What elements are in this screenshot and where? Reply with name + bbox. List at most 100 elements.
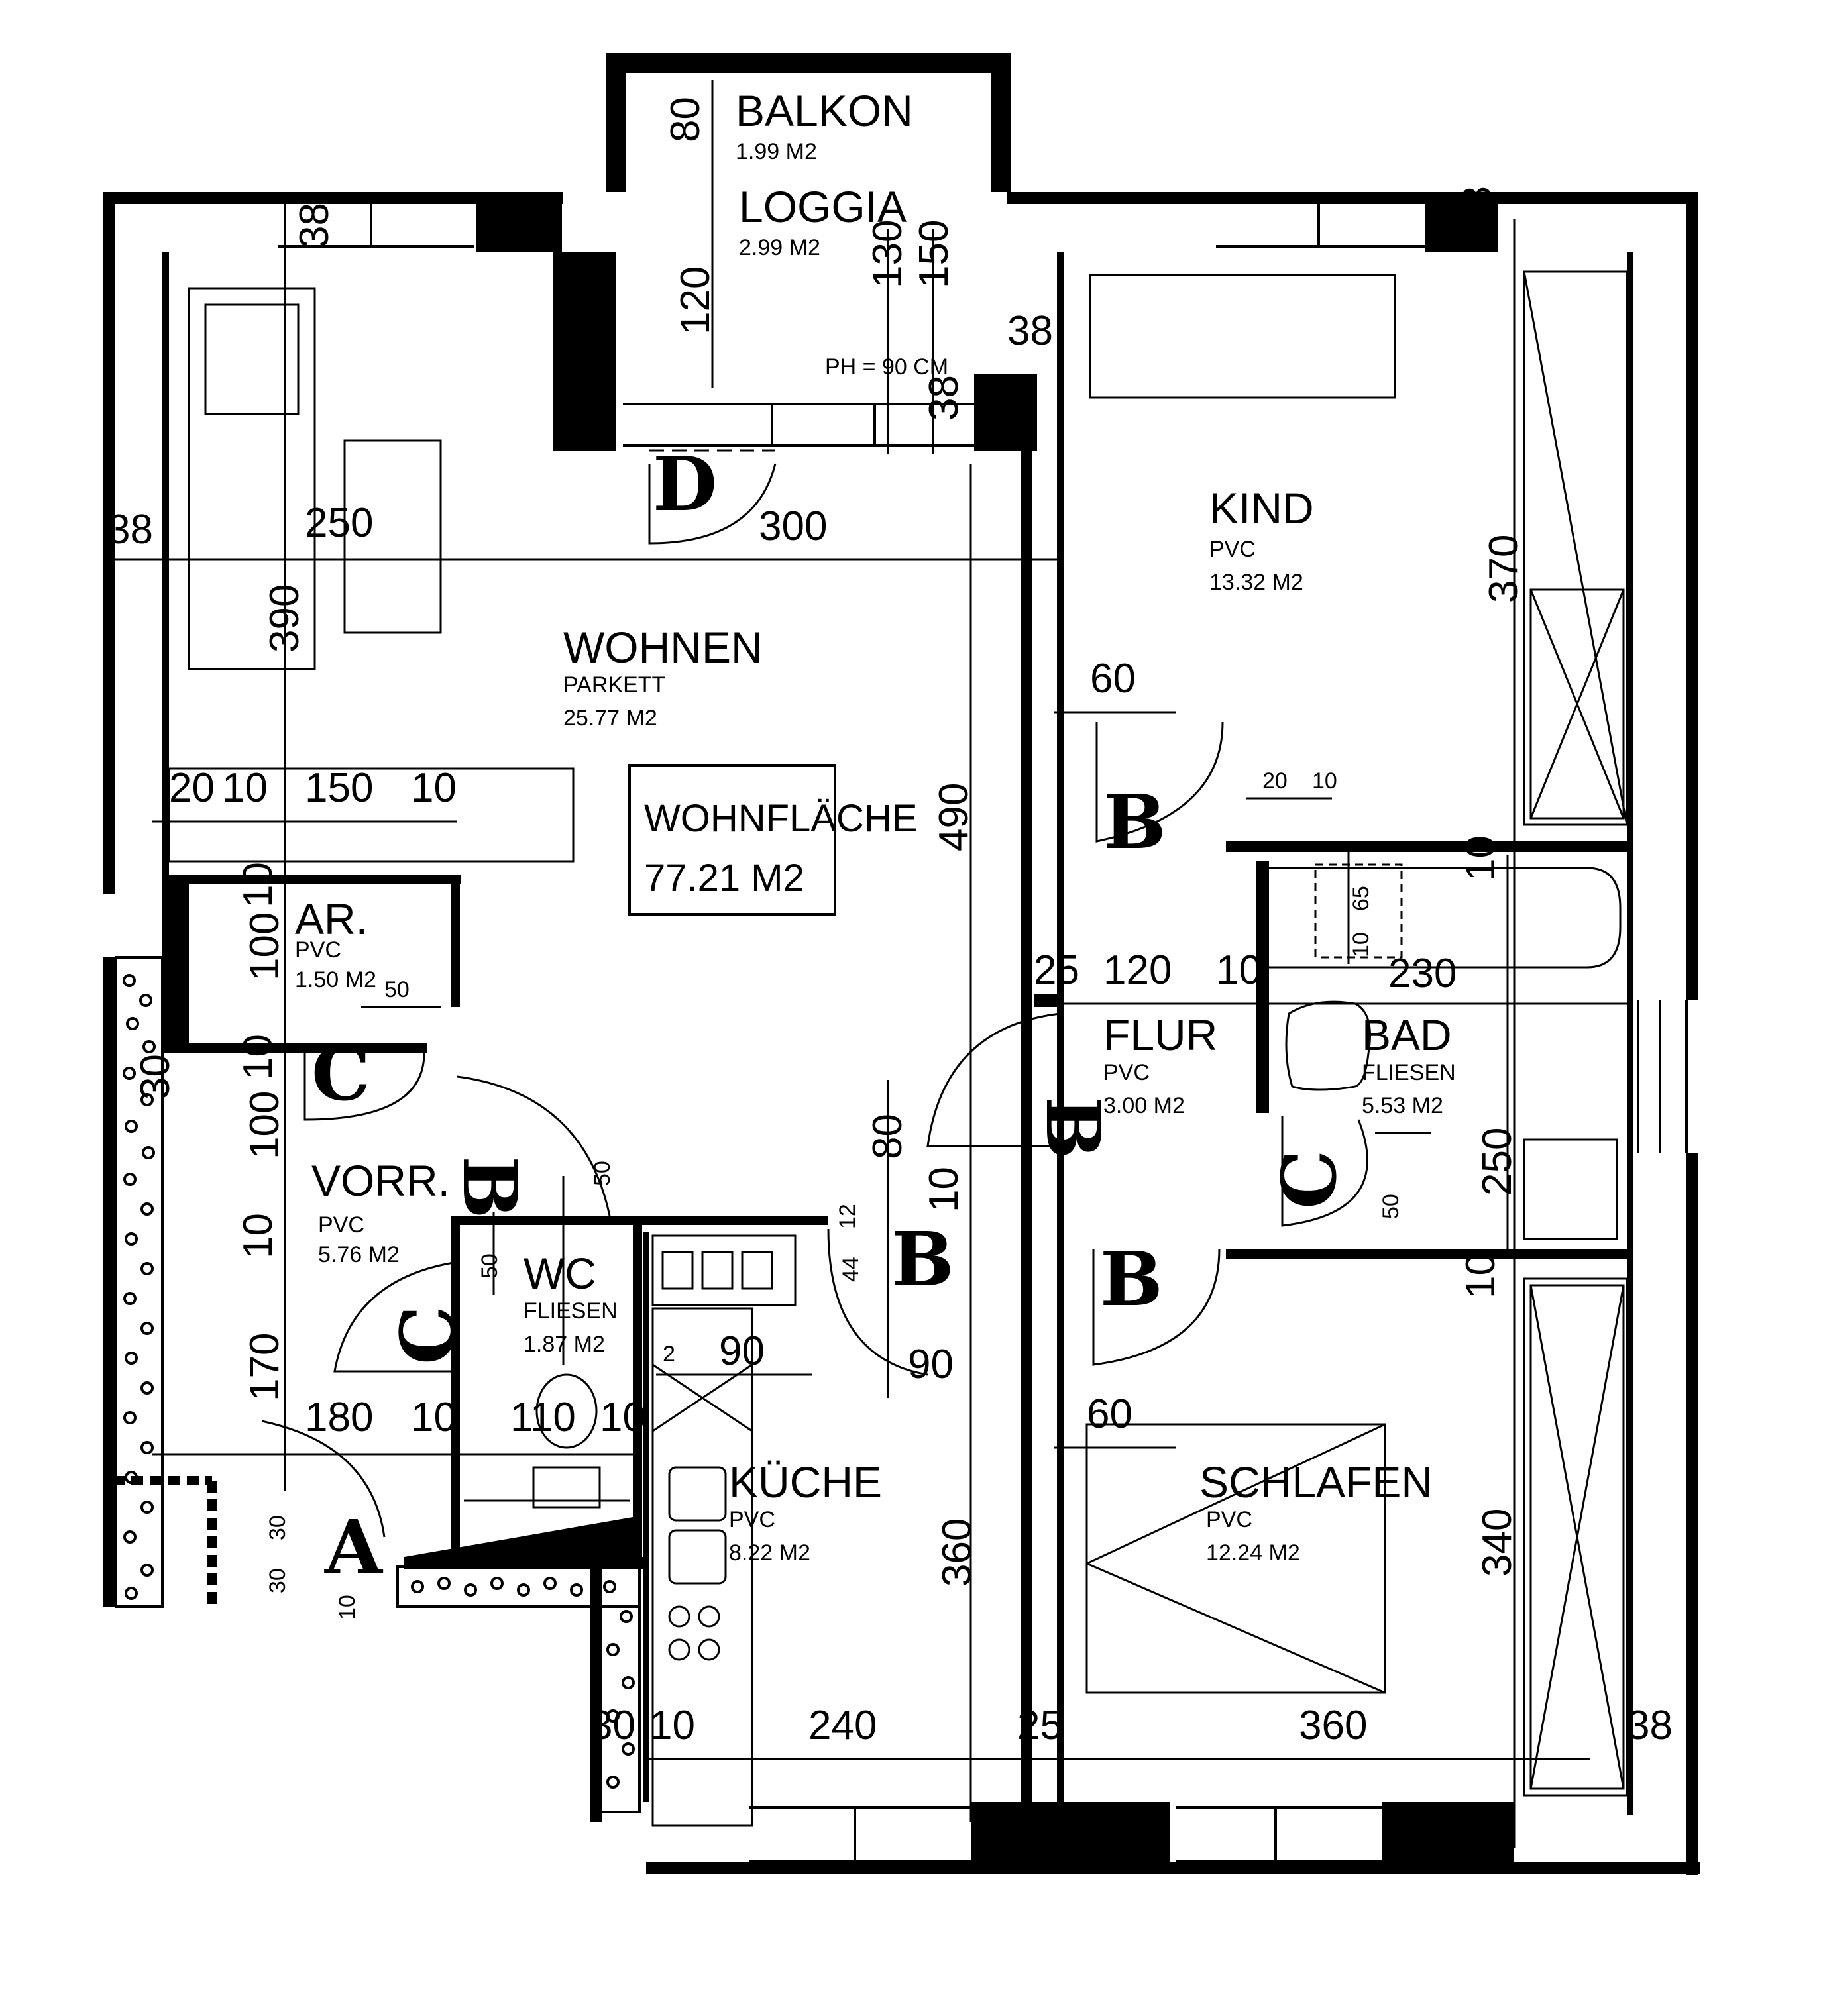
masonry-hatching [113,956,641,1813]
dim-50-wc: 50 [477,1253,502,1279]
dim-120-loggia: 120 [673,266,718,335]
dim-10-flur: 10 [1216,947,1262,993]
dim-390: 390 [262,584,307,653]
dim-44: 44 [838,1257,863,1282]
dim-38-br: 38 [1461,1809,1507,1855]
dim-50-ar: 50 [384,977,410,1002]
bad-name: BAD [1362,1010,1452,1059]
wall-bottom [646,1862,1700,1874]
dim-10-vorr: 10 [411,1395,457,1440]
door-label-b-schlafen: B [1100,1236,1163,1323]
dim-25-flur: 25 [1034,947,1079,993]
dim-10-ar2: 10 [235,1034,281,1080]
wall-balkon-left [606,53,626,192]
flur-name: FLUR [1103,1010,1217,1059]
dim-240: 240 [808,1703,877,1748]
dim-10-bottom: 10 [649,1703,695,1748]
dim-10-right: 10 [1312,769,1337,794]
wc-name: WC [524,1249,596,1298]
kueche-name: KÜCHE [729,1458,882,1507]
bad-area: 5.53 M2 [1362,1093,1443,1118]
door-label-b-kind: B [1103,779,1166,866]
dim-12: 12 [835,1204,860,1229]
dim-100-ar: 100 [242,912,288,981]
dim-10-wc: 10 [600,1395,645,1440]
dim-38-tr: 38 [1455,186,1500,232]
dim-38-loggia: 38 [921,375,967,421]
dim-300: 300 [759,504,827,549]
parapet-note: PH = 90 CM [825,354,948,380]
door-label-c-wc: C [385,1306,472,1365]
ar-area: 1.50 M2 [295,967,376,992]
wall-left-exterior [103,192,115,894]
kind-floor: PVC [1209,537,1256,562]
dim-10-a: 10 [222,765,268,811]
wall-central-2 [1057,252,1064,1809]
wall-kind-bad [1226,841,1630,852]
wohnen-area: 25.77 M2 [563,706,657,731]
dim-30-entrance-b: 30 [265,1568,290,1593]
dim-30-entrance: 30 [265,1515,290,1540]
wall-right-exterior-lower [1686,1153,1698,1875]
dim-180: 180 [305,1395,373,1440]
schlafen-name: SCHLAFEN [1199,1458,1433,1507]
wall-top-left-pier [476,192,562,252]
wall-kueche-left [643,1232,649,1802]
dim-20-left: 20 [169,765,215,811]
dim-38-top-right: 38 [1007,308,1053,354]
dim-38-top-left: 38 [567,308,612,354]
wall-wc-left [451,1216,460,1560]
dim-38-left: 38 [107,507,153,553]
wohnen-name: WOHNEN [563,623,763,672]
windows [278,196,1688,1863]
door-label-c-bad: C [1266,1150,1353,1209]
dim-250: 250 [305,500,373,546]
dim-10-vorr2: 10 [235,1213,281,1259]
dim-100-vorr: 100 [242,1091,288,1159]
dim-120: 120 [1103,947,1172,993]
dim-10-schlafen: 10 [1458,1253,1504,1299]
dim-10-b: 10 [411,765,457,811]
dim-10-kind: 10 [1458,835,1504,881]
furniture [168,270,1628,1827]
wall-top-right-pier [1425,192,1498,252]
ar-name: AR. [295,894,368,943]
wohnen-floor: PARKETT [563,672,665,698]
kind-area: 13.32 M2 [1209,570,1303,595]
wall-ar-right [451,875,460,1007]
wall-entrance-wedge [404,1517,633,1557]
kueche-area: 8.22 M2 [729,1540,810,1565]
dimension-lines [103,80,1627,1848]
walls [103,53,1700,1875]
dim-360-kueche: 360 [934,1518,980,1587]
kueche-floor: PVC [729,1507,775,1532]
wall-ar-bottom [162,1043,427,1053]
wall-balkon-right [991,53,1011,192]
door-label-b-kueche: B [891,1216,954,1303]
balkon-area: 1.99 M2 [736,139,817,164]
wall-wc-right [633,1222,642,1567]
wall-bottom-pier-2 [1382,1802,1514,1865]
dim-60-top: 60 [1090,656,1136,702]
schlafen-area: 12.24 M2 [1206,1540,1300,1565]
wc-area: 1.87 M2 [524,1332,605,1357]
balkon-name: BALKON [736,86,913,135]
dim-50-bad: 50 [1378,1194,1404,1219]
wall-entrance-left [103,957,116,1607]
kind-name: KIND [1209,484,1314,533]
wall-right-inner [1627,252,1633,1815]
dim-38-tl: 38 [292,203,337,248]
dim-38-bottom-right: 38 [1627,1703,1673,1748]
wall-bad-schlafen [1226,1249,1630,1259]
dim-230: 230 [1388,951,1457,996]
wall-flur-top [1034,994,1057,1007]
dim-30-left: 30 [133,1054,178,1100]
wall-loggia-left [553,252,616,451]
loggia-area: 2.99 M2 [739,235,820,260]
wall-balkon-top [606,53,1011,73]
dim-90-door: 90 [908,1342,954,1387]
door-label-a: A [324,1505,384,1591]
door-label-c-ar: C [311,1031,370,1118]
door-label-d: D [653,441,717,528]
doors [261,449,1368,1538]
